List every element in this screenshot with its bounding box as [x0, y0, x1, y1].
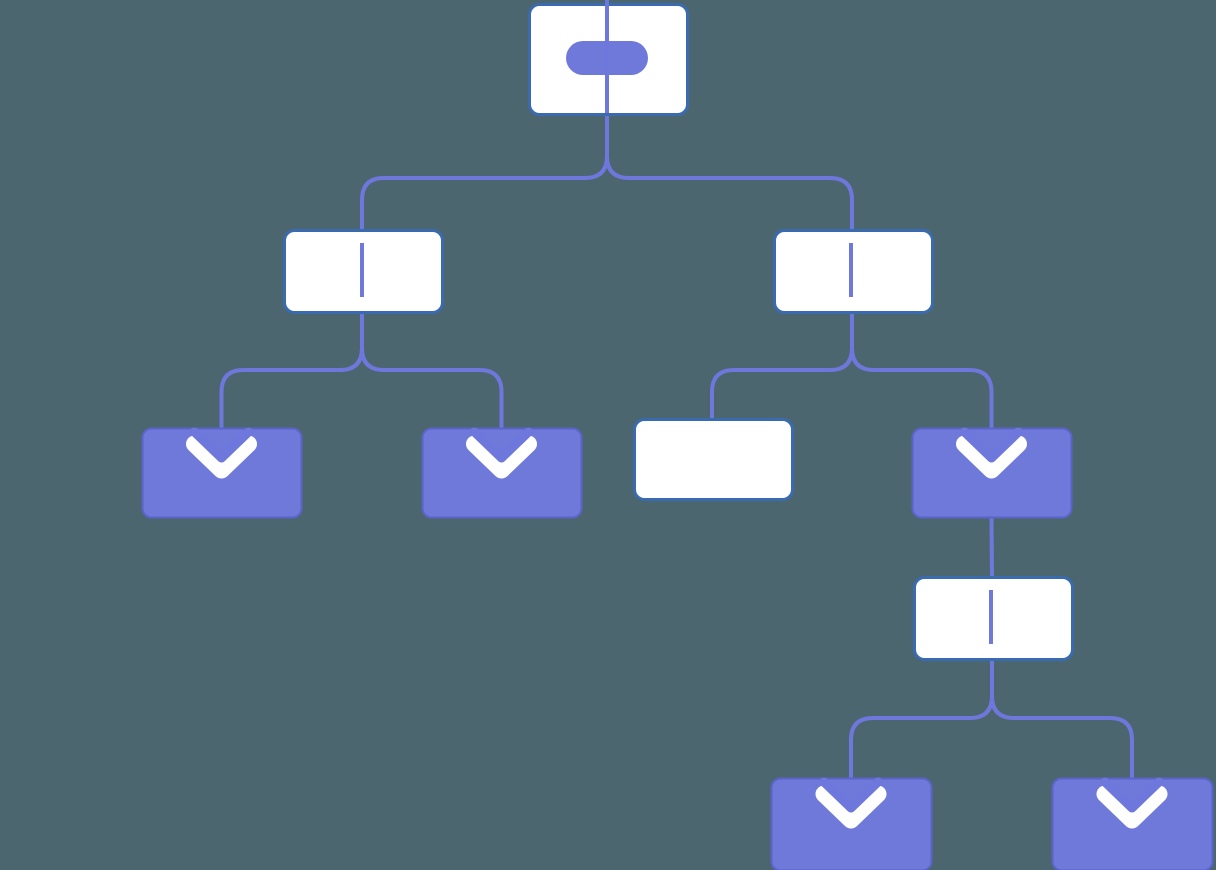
node-plain-node[interactable]: [633, 418, 794, 501]
connector-line-root-to-left: [360, 113, 609, 229]
arrowhead-left-to-leaf2: [466, 427, 537, 479]
connector-line-right-to-leaf3: [850, 311, 994, 440]
connector-left-to-leaf1: [219, 311, 364, 440]
connector-right-to-leaf3: [850, 311, 994, 440]
arrowhead-inner-chevron: [819, 777, 883, 813]
node-left-branch[interactable]: [283, 229, 444, 314]
arrowhead-inner-chevron: [960, 427, 1023, 463]
arrowhead-left-to-leaf1: [186, 427, 257, 479]
arrowhead-right-to-leaf3: [956, 427, 1027, 479]
node-sub-branch[interactable]: [913, 576, 1074, 661]
arrowhead-inner-chevron: [190, 427, 253, 463]
connector-line-sub-to-leaf5: [990, 658, 1134, 790]
connector-right-to-plain: [710, 311, 854, 418]
connector-line-leaf3-to-sub: [989, 516, 994, 577]
arrowhead-sub-to-leaf5: [1096, 777, 1168, 829]
connector-leaf3-to-sub: [989, 516, 994, 577]
connector-root-to-left: [360, 113, 609, 229]
arrowhead-inner-chevron: [1100, 777, 1164, 813]
connector-left-to-leaf2: [360, 311, 504, 440]
arrowhead-layer: [186, 427, 1168, 829]
arrowhead-inner-chevron: [470, 427, 533, 463]
arrowhead-outline-chevron: [186, 435, 257, 479]
arrowhead-outline-chevron: [956, 435, 1027, 479]
connector-sub-to-leaf5: [990, 658, 1134, 790]
connector-line-right-to-plain: [710, 311, 854, 418]
connector-line-left-to-leaf1: [219, 311, 364, 440]
connector-line-root-to-right: [605, 113, 854, 229]
arrowhead-sub-to-leaf4: [815, 777, 887, 829]
card-node-body[interactable]: [633, 418, 794, 501]
arrowhead-outline-chevron: [1096, 785, 1168, 829]
arrowhead-outline-chevron: [466, 435, 537, 479]
connector-layer: [219, 113, 1134, 790]
arrowhead-outline-chevron: [815, 785, 887, 829]
card-node-body[interactable]: [913, 576, 1074, 661]
node-right-branch[interactable]: [773, 229, 934, 314]
connector-line-left-to-leaf2: [360, 311, 504, 440]
connector-root-to-right: [605, 113, 854, 229]
card-node-body[interactable]: [773, 229, 934, 314]
connector-line-sub-to-leaf4: [849, 658, 994, 790]
connector-sub-to-leaf4: [849, 658, 994, 790]
